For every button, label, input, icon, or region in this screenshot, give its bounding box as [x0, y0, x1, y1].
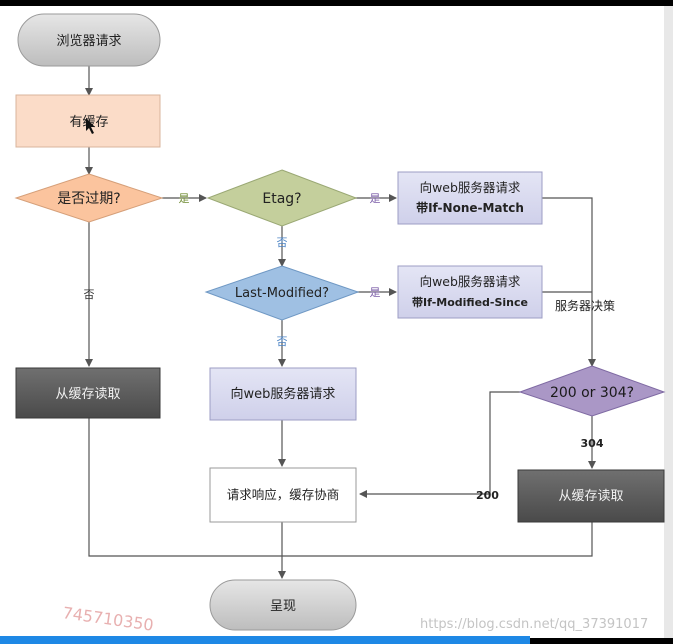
edge-req1-to-status [542, 197, 596, 367]
edge-label-server-decision: 服务器决策 [555, 298, 615, 313]
label-last-modified: Last-Modified? [235, 286, 329, 301]
label-etag: Etag? [262, 191, 301, 207]
edge-label-no-etag: 否 [277, 236, 288, 249]
connectors [85, 66, 596, 579]
edge-rightcache-to-merge [282, 522, 593, 557]
edge-label-304: 304 [581, 437, 604, 450]
node-status-check [518, 365, 666, 417]
node-web-request [209, 367, 357, 421]
label-web-request: 向web服务器请求 [231, 386, 336, 402]
node-request-if-none-match [397, 171, 543, 225]
mouse-cursor-icon [86, 118, 95, 134]
label-req1-line1: 向web服务器请求 [420, 180, 521, 195]
edge-label-no-expired: 否 [84, 288, 95, 301]
node-read-cache-right [517, 469, 665, 523]
edge-label-200: 200 [476, 489, 499, 502]
bottom-progress-bar [0, 636, 530, 644]
label-read-cache-left: 从缓存读取 [55, 387, 120, 402]
node-expired [14, 173, 164, 223]
label-req2-line2: 带If-Modified-Since [412, 295, 528, 309]
node-read-cache-left [15, 367, 161, 419]
label-negotiate: 请求响应，缓存协商 [227, 487, 340, 502]
node-etag [206, 169, 358, 227]
label-req1-line2: 带If-None-Match [416, 200, 524, 215]
node-negotiate [209, 467, 357, 523]
label-browser-request: 浏览器请求 [56, 33, 121, 49]
edge-label-yes-expired: 是 [179, 192, 190, 205]
label-render: 呈现 [270, 599, 296, 614]
edge-label-no-lastmod: 否 [277, 335, 288, 348]
edge-status-200 [359, 391, 520, 498]
node-render [209, 579, 357, 631]
edge-leftcache-to-merge [88, 418, 282, 557]
right-margin [664, 6, 673, 638]
label-status-check: 200 or 304? [550, 385, 634, 401]
edge-label-yes-etag: 是 [370, 192, 381, 205]
node-request-if-modified-since [397, 265, 543, 319]
label-req2-line1: 向web服务器请求 [420, 274, 521, 289]
node-last-modified [204, 265, 360, 321]
edge-label-yes-lastmod: 是 [370, 286, 381, 299]
node-browser-request [17, 13, 161, 67]
watermark-right: https://blog.csdn.net/qq_37391017 [420, 617, 648, 632]
label-read-cache-right: 从缓存读取 [558, 489, 623, 504]
label-expired: 是否过期? [57, 191, 120, 207]
